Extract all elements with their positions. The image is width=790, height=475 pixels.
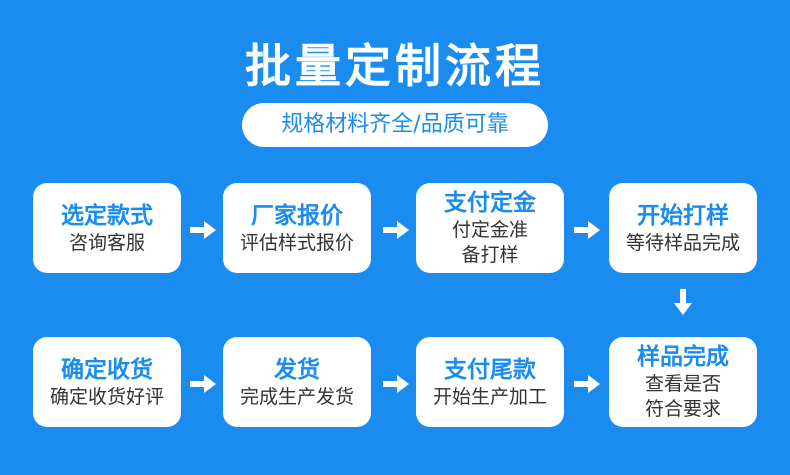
step-card-shipping: 发货 完成生产发货 [223, 337, 371, 427]
subtitle-pill: 规格材料齐全/品质可靠 [242, 103, 548, 147]
step-card-sampling: 开始打样 等待样品完成 [609, 183, 757, 273]
arrow-right-icon [574, 221, 600, 239]
step-card-confirm-receipt: 确定收货 确定收货好评 [33, 337, 181, 427]
step-card-sample-done: 样品完成 查看是否 符合要求 [609, 337, 757, 427]
step-card-quote: 厂家报价 评估样式报价 [223, 183, 371, 273]
step-desc: 咨询客服 [68, 231, 145, 254]
step-desc: 备打样 [461, 244, 519, 266]
step-desc: 评估样式报价 [239, 231, 354, 254]
step-desc: 符合要求 [644, 398, 721, 420]
step-desc: 完成生产发货 [239, 385, 354, 408]
step-desc: 付定金准 [451, 219, 528, 241]
page-title: 批量定制流程 [245, 39, 545, 93]
step-title: 选定款式 [61, 202, 153, 229]
step-title: 开始打样 [637, 202, 729, 229]
arrow-right-icon [383, 375, 409, 393]
step-title: 发货 [274, 356, 320, 383]
step-desc: 确定收货好评 [49, 385, 164, 408]
step-desc: 开始生产加工 [432, 385, 547, 408]
step-card-deposit: 支付定金 付定金准 备打样 [416, 183, 564, 273]
step-desc: 查看是否 [644, 373, 721, 395]
step-title: 支付定金 [444, 190, 536, 216]
step-card-select-style: 选定款式 咨询客服 [33, 183, 181, 273]
arrow-right-icon [574, 375, 600, 393]
step-title: 支付尾款 [444, 356, 536, 383]
step-desc: 等待样品完成 [625, 231, 740, 254]
arrow-right-icon [190, 375, 216, 393]
step-title: 厂家报价 [251, 202, 343, 229]
step-card-final-payment: 支付尾款 开始生产加工 [416, 337, 564, 427]
step-title: 确定收货 [61, 356, 153, 383]
arrow-right-icon [383, 221, 409, 239]
arrow-down-icon [674, 289, 692, 315]
arrow-right-icon [190, 221, 216, 239]
step-title: 样品完成 [637, 344, 729, 370]
